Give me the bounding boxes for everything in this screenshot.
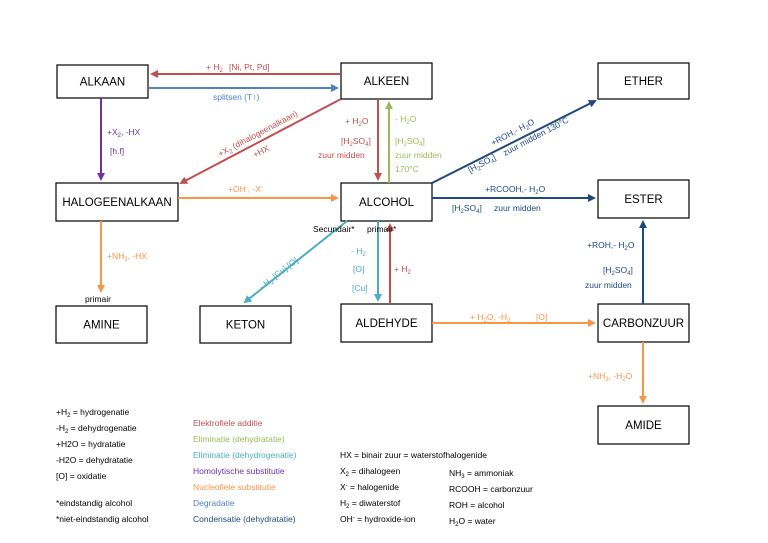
legend-water: H2O = water — [449, 516, 496, 528]
label-ox-o: [O] — [536, 312, 547, 322]
box-carbonzuur: CARBONZUUR — [597, 303, 690, 343]
label-primair-amine: primair — [85, 294, 111, 304]
label-nh3-h2o: +NH3, -H2O — [588, 371, 633, 383]
legend-ammoniak: NH3 = ammoniak — [449, 468, 514, 480]
box-ester: ESTER — [597, 179, 690, 219]
label-zuur-midden-ester: zuur midden — [494, 203, 541, 213]
legend-eliminatie-dehydratatie: Eliminatie (dehydratatie) — [193, 434, 285, 444]
box-keton-label: KETON — [226, 320, 265, 332]
label-keton-dehydro: - H2 [Cu] [O] — [257, 255, 301, 293]
legend-condensatie: Condensatie (dehydratatie) — [193, 514, 296, 524]
box-aldehyde: ALDEHYDE — [340, 303, 433, 343]
box-halogeenalkaan: HALOGEENALKAAN — [55, 182, 179, 222]
box-alcohol: ALCOHOL — [340, 182, 433, 222]
box-carbonzuur-label: CARBONZUUR — [603, 318, 684, 330]
box-alcohol-label: ALCOHOL — [359, 197, 415, 209]
label-oh-x: +OH-, -X- — [228, 184, 263, 194]
box-amine-label: AMINE — [83, 320, 120, 332]
label-h2so4-ester: [H2SO4] — [452, 203, 482, 215]
label-secundair: Secundair* — [313, 224, 355, 234]
box-ether: ETHER — [597, 62, 690, 100]
legend-hx: HX = binair zuur = waterstofhalogenide — [340, 450, 487, 460]
legend-elektrofiele-additie: Elektrofiele additie — [193, 418, 263, 428]
box-keton: KETON — [199, 305, 292, 344]
legend-eliminatie-dehydrogenatie: Eliminatie (dehydrogenatie) — [193, 450, 297, 460]
legend-halogenide: X- = halogenide — [340, 482, 399, 492]
box-ether-label: ETHER — [624, 76, 663, 88]
box-ester-label: ESTER — [624, 194, 662, 206]
legend-hydratatie: +H2O = hydratatie — [56, 439, 126, 449]
legend-hydrogenatie: +H2 = hydrogenatie — [56, 407, 130, 419]
label-h2-hydrogenation: + H2 — [206, 62, 223, 74]
label-zuur-midden-green: zuur midden — [395, 150, 442, 160]
label-h2o-add: + H2O — [345, 116, 369, 128]
arrow-alcohol-to-ether — [431, 100, 597, 184]
box-amide: AMIDE — [597, 405, 690, 445]
label-h2so4-carbonzuur: [H2SO4] — [603, 265, 633, 277]
label-ald-o: [O] — [353, 264, 364, 274]
box-halogeenalkaan-label: HALOGEENALKAAN — [62, 197, 171, 209]
legend-degradatie: Degradatie — [193, 498, 235, 508]
label-roh-h2o-ester: +ROH,- H2O — [587, 240, 635, 252]
legend-eindstandig: *eindstandig alcohol — [56, 498, 132, 508]
label-h2so4-ether: [H2SO4] — [466, 152, 498, 177]
box-amine: AMINE — [55, 305, 148, 344]
legend-hydroxide: OH- = hydroxide-ion — [340, 514, 416, 524]
legend-niet-eindstandig: *niet-eindstandig alcohol — [56, 514, 149, 524]
label-ni-pt-pd: [Ni, Pt, Pd] — [229, 62, 270, 72]
box-alkeen: ALKEEN — [340, 62, 433, 100]
label-nh3-hx: +NH3, -HX — [107, 251, 147, 263]
legend-carbonzuur: RCOOH = carbonzuur — [449, 484, 533, 494]
label-zuur-midden-red: zuur midden — [318, 150, 365, 160]
legend-dehydrogenatie: -H2 = dehydrogenatie — [56, 423, 137, 435]
label-rcooh-h2o: +RCOOH,- H2O — [485, 184, 546, 196]
arrow-alkeen-to-halogeenalkaan — [179, 98, 342, 184]
label-h2so4-red: [H2SO4] — [341, 136, 371, 148]
label-x2-hx: +X2, -HX — [107, 127, 141, 139]
label-hf: [h.f] — [110, 146, 124, 156]
label-splitsen: splitsen (T↑) — [213, 92, 259, 102]
label-170c: 170°C — [395, 164, 419, 174]
label-primair-alcohol: primair* — [367, 224, 397, 234]
legend-abbreviations: +H2 = hydrogenatie -H2 = dehydrogenatie … — [56, 407, 149, 524]
legend-homolytische-substitutie: Homolytische substitutie — [193, 466, 285, 476]
legend-dehydratatie: -H2O = dehydratatie — [56, 455, 133, 465]
legend-oxidatie: [O] = oxidatie — [56, 471, 107, 481]
legend-alcohol: ROH = alcohol — [449, 500, 505, 510]
label-minus-h2o-green: - H2O — [395, 114, 417, 126]
legend-reaction-types: Elektrofiele additie Eliminatie (dehydra… — [193, 418, 297, 524]
box-amide-label: AMIDE — [625, 420, 662, 432]
label-ox-h2o-h2: + H2O, -H2 — [470, 312, 511, 324]
arrow-alcohol-to-keton — [243, 220, 348, 304]
label-plus-h2-alcohol: + H2 — [394, 264, 411, 276]
label-zuur-midden-carbonzuur: zuur midden — [585, 280, 632, 290]
label-ald-cu: [Cu] — [352, 283, 368, 293]
legend-x2: X2 = dihalogeen — [340, 466, 401, 478]
box-alkaan-label: ALKAAN — [80, 77, 125, 89]
box-alkaan: ALKAAN — [56, 64, 149, 99]
legend-nucleofiele-substitutie: Nucleofiele substitutie — [193, 482, 276, 492]
box-aldehyde-label: ALDEHYDE — [356, 318, 418, 330]
label-h2so4-green: [H2SO4] — [395, 136, 425, 148]
box-alkeen-label: ALKEEN — [364, 76, 409, 88]
label-ald-h2: - H2 — [351, 246, 366, 258]
legend-definitions: HX = binair zuur = waterstofhalogenide X… — [340, 450, 533, 528]
legend-diwaterstof: H2 = diwaterstof — [340, 498, 401, 510]
